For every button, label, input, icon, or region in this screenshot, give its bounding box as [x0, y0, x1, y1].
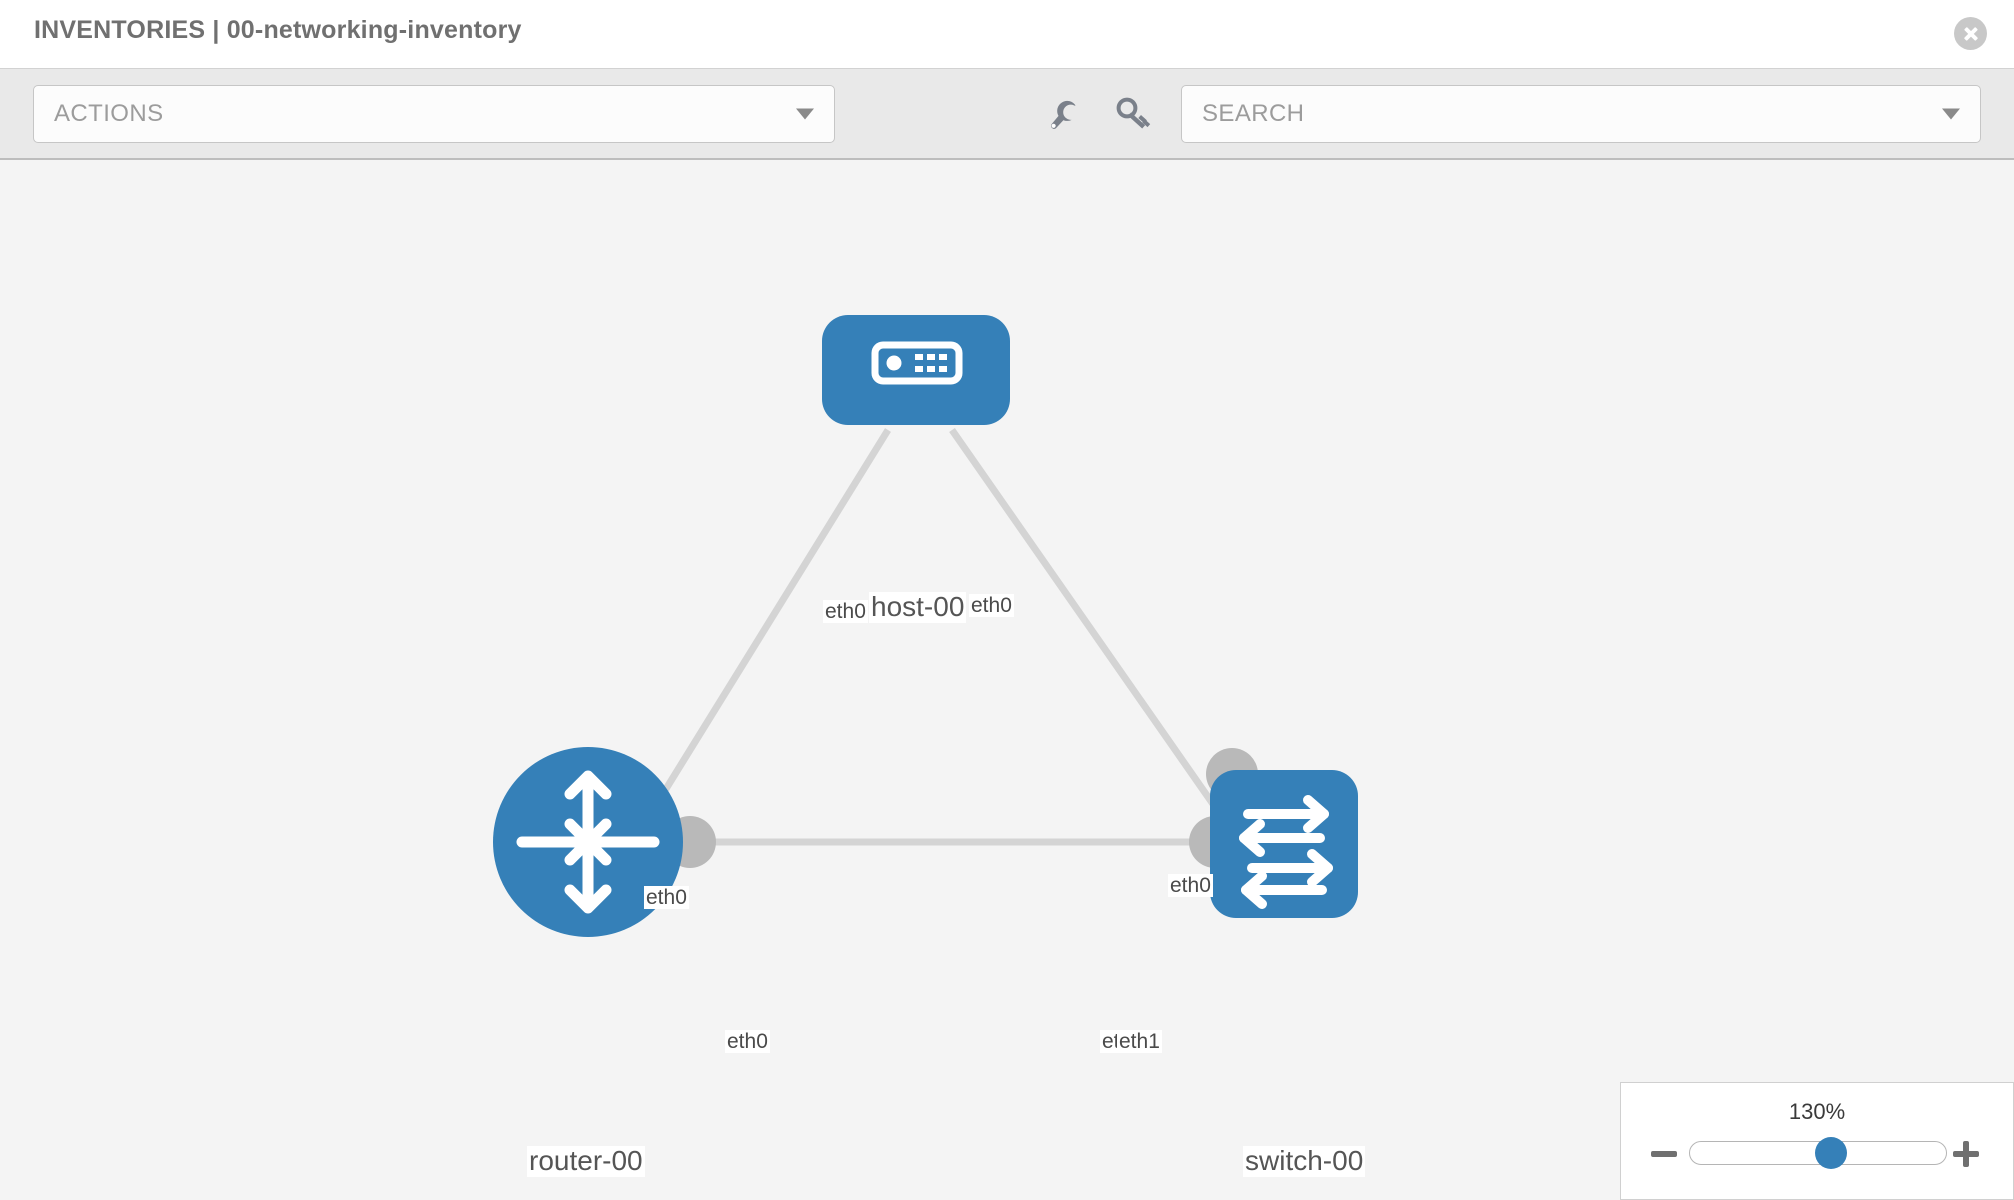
zoom-slider[interactable]	[1689, 1137, 1947, 1169]
actions-dropdown[interactable]: ACTIONS	[33, 85, 835, 143]
actions-dropdown-label: ACTIONS	[54, 100, 164, 127]
zoom-level-value: 130%	[1788, 1099, 1846, 1124]
zoom-in-button[interactable]	[1951, 1139, 1981, 1169]
page-title: INVENTORIES | 00-networking-inventory	[34, 16, 522, 44]
chevron-down-icon	[796, 108, 814, 120]
iface-label: eth0	[1168, 874, 1213, 898]
key-icon[interactable]	[1110, 91, 1156, 137]
wrench-icon[interactable]	[1040, 91, 1086, 137]
node-label-switch: switch-00	[1243, 1145, 1366, 1177]
node-switch-00	[1210, 770, 1358, 918]
iface-label: eth1	[1117, 1030, 1162, 1054]
topology-canvas[interactable]: eth0 eth0 eth0 eth0 eth0 eth0 eth1 host-…	[0, 160, 2014, 1200]
node-label-router: router-00	[527, 1145, 645, 1177]
node-label-host: host-00	[869, 591, 967, 623]
iface-label: eth0	[725, 1030, 770, 1054]
zoom-control-panel: 130%	[1620, 1082, 2014, 1200]
chevron-down-icon	[1942, 108, 1960, 120]
search-input[interactable]: SEARCH	[1181, 85, 1981, 143]
zoom-slider-thumb[interactable]	[1814, 1137, 1847, 1169]
iface-label: eth0	[644, 886, 689, 910]
close-icon[interactable]	[1954, 17, 1987, 50]
topology-links	[619, 427, 1255, 863]
topology-graph	[493, 315, 1358, 937]
node-host-00	[822, 315, 1010, 425]
link-host-switch	[949, 427, 1255, 863]
iface-label: eth0	[823, 600, 868, 624]
iface-label: eth0	[969, 594, 1014, 618]
search-placeholder: SEARCH	[1202, 100, 1305, 127]
zoom-out-button[interactable]	[1649, 1139, 1679, 1169]
toolbar: ACTIONS SEARCH	[0, 68, 2014, 160]
node-router-00	[493, 747, 683, 937]
page-header: INVENTORIES | 00-networking-inventory	[0, 0, 2014, 68]
